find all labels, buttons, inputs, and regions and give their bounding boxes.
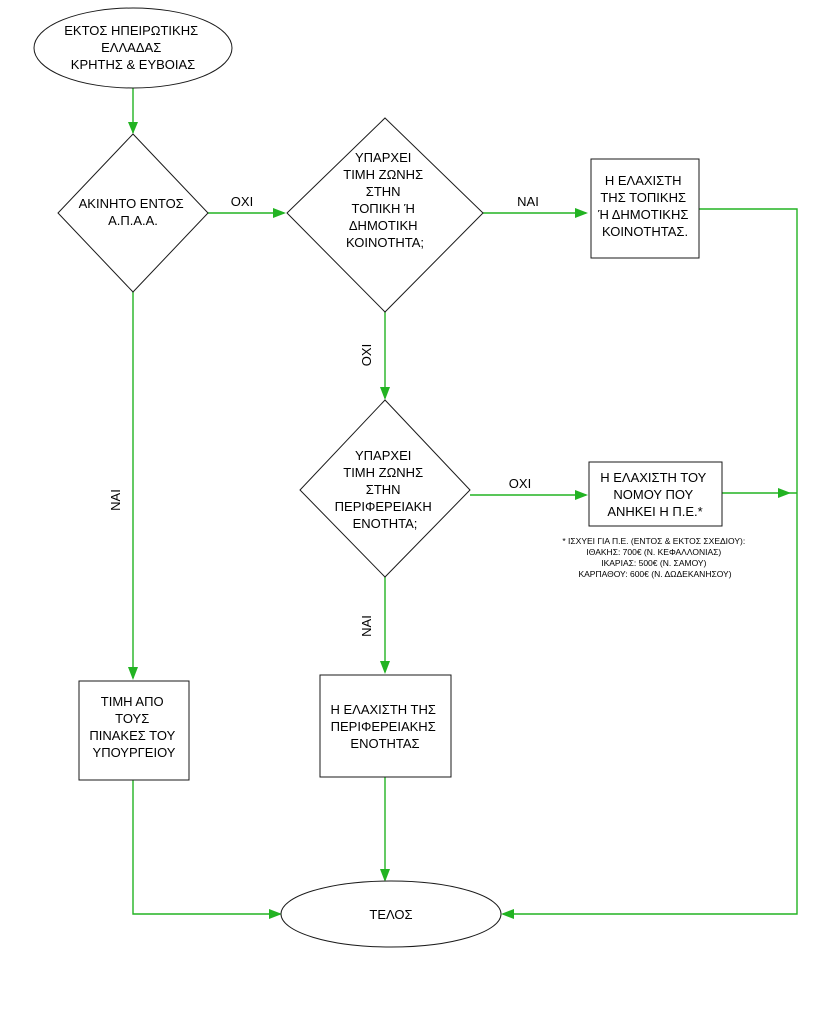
- end-label: ΤΕΛΟΣ: [369, 907, 412, 922]
- box-regional-min: Η ΕΛΑΧΙΣΤΗ ΤΗΣ ΠΕΡΙΦΕΡΕΙΑΚΗΣ ΕΝΟΤΗΤΑΣ: [319, 674, 452, 778]
- start-node: ΕΚΤΟΣ ΗΠΕΙΡΩΤΙΚΗΣ ΕΛΛΑΔΑΣ ΚΡΗΤΗΣ & ΕΥΒΟΙ…: [33, 7, 233, 89]
- edge-ministry-to-end: [132, 780, 280, 915]
- box-prefecture-min-rect: [588, 461, 723, 527]
- box-ministry-rect: [78, 680, 190, 781]
- edge-label-local-no: ΟΧΙ: [359, 344, 374, 366]
- arrowhead-right-end: [269, 909, 282, 919]
- decision-regional-label: ΥΠΑΡΧΕΙ ΤΙΜΗ ΖΩΝΗΣ ΣΤΗΝ ΠΕΡΙΦΕΡΕΙΑΚΗ ΕΝΟ…: [335, 448, 436, 531]
- decision-apaa-diamond: [57, 133, 209, 293]
- decision-regional-zone: ΥΠΑΡΧΕΙ ΤΙΜΗ ΖΩΝΗΣ ΣΤΗΝ ΠΕΡΙΦΕΡΕΙΑΚΗ ΕΝΟ…: [299, 399, 471, 578]
- decision-local-zone: ΥΠΑΡΧΕΙ ΤΙΜΗ ΖΩΝΗΣ ΣΤΗΝ ΤΟΠΙΚΗ Ή ΔΗΜΟΤΙΚ…: [286, 117, 484, 313]
- decision-apaa-label: ΑΚΙΝΗΤΟ ΕΝΤΟΣ Α.Π.Α.Α.: [79, 196, 188, 228]
- arrowhead-right-localmin: [575, 208, 588, 218]
- start-label: ΕΚΤΟΣ ΗΠΕΙΡΩΤΙΚΗΣ ΕΛΛΑΔΑΣ ΚΡΗΤΗΣ & ΕΥΒΟΙ…: [64, 23, 202, 72]
- box-regional-min-label: Η ΕΛΑΧΙΣΤΗ ΤΗΣ ΠΕΡΙΦΕΡΕΙΑΚΗΣ ΕΝΟΤΗΤΑΣ: [330, 702, 439, 751]
- arrowhead-left-end: [501, 909, 514, 919]
- box-prefecture-min: Η ΕΛΑΧΙΣΤΗ ΤΟΥ ΝΟΜΟΥ ΠΟΥ ΑΝΗΚΕΙ Η Π.Ε.*: [588, 461, 723, 527]
- start-ellipse: [33, 7, 233, 89]
- footnote-text: * ΙΣΧΥΕΙ ΓΙΑ Π.Ε. (ΕΝΤΟΣ & ΕΚΤΟΣ ΣΧΕΔΙΟΥ…: [562, 536, 747, 579]
- end-ellipse: [280, 880, 502, 948]
- decision-local-diamond: [286, 117, 484, 313]
- arrowhead-right-prefmin: [575, 490, 588, 500]
- decision-apaa: ΑΚΙΝΗΤΟ ΕΝΤΟΣ Α.Π.Α.Α.: [57, 133, 209, 293]
- box-prefecture-min-label: Η ΕΛΑΧΙΣΤΗ ΤΟΥ ΝΟΜΟΥ ΠΟΥ ΑΝΗΚΕΙ Η Π.Ε.*: [600, 470, 710, 519]
- edge-localmin-to-end: [503, 208, 798, 915]
- arrowhead-down-regional: [380, 387, 390, 400]
- edge-labels: ΟΧΙ ΝΑΙ ΟΧΙ ΟΧΙ ΝΑΙ ΝΑΙ: [108, 194, 539, 637]
- decision-local-label: ΥΠΑΡΧΕΙ ΤΙΜΗ ΖΩΝΗΣ ΣΤΗΝ ΤΟΠΙΚΗ Ή ΔΗΜΟΤΙΚ…: [343, 150, 426, 250]
- arrowhead-down-ministry: [128, 667, 138, 680]
- end-node: ΤΕΛΟΣ: [280, 880, 502, 948]
- edge-label-apaa-no: ΟΧΙ: [231, 194, 253, 209]
- box-regional-min-rect: [319, 674, 452, 778]
- box-local-min: Η ΕΛΑΧΙΣΤΗ ΤΗΣ ΤΟΠΙΚΗΣ Ή ΔΗΜΟΤΙΚΗΣ ΚΟΙΝΟ…: [590, 158, 700, 259]
- arrowhead-down-end: [380, 869, 390, 882]
- box-ministry-tables: ΤΙΜΗ ΑΠΟ ΤΟΥΣ ΠΙΝΑΚΕΣ ΤΟΥ ΥΠΟΥΡΓΕΙΟΥ: [78, 680, 190, 781]
- edge-label-regional-no: ΟΧΙ: [509, 476, 531, 491]
- box-local-min-rect: [590, 158, 700, 259]
- arrowhead-down-apaa: [128, 122, 138, 134]
- edge-label-local-yes: ΝΑΙ: [517, 194, 539, 209]
- arrowhead-right-line: [778, 488, 791, 498]
- arrowhead-down-regionalmin: [380, 661, 390, 674]
- edge-label-apaa-yes: ΝΑΙ: [108, 489, 123, 511]
- edge-label-regional-yes: ΝΑΙ: [359, 615, 374, 637]
- footnote: * ΙΣΧΥΕΙ ΓΙΑ Π.Ε. (ΕΝΤΟΣ & ΕΚΤΟΣ ΣΧΕΔΙΟΥ…: [562, 536, 747, 579]
- box-local-min-label: Η ΕΛΑΧΙΣΤΗ ΤΗΣ ΤΟΠΙΚΗΣ Ή ΔΗΜΟΤΙΚΗΣ ΚΟΙΝΟ…: [597, 173, 692, 239]
- connectors: [128, 88, 798, 919]
- arrowhead-right-local: [273, 208, 286, 218]
- box-ministry-label: ΤΙΜΗ ΑΠΟ ΤΟΥΣ ΠΙΝΑΚΕΣ ΤΟΥ ΥΠΟΥΡΓΕΙΟΥ: [89, 694, 178, 760]
- decision-regional-diamond: [299, 399, 471, 578]
